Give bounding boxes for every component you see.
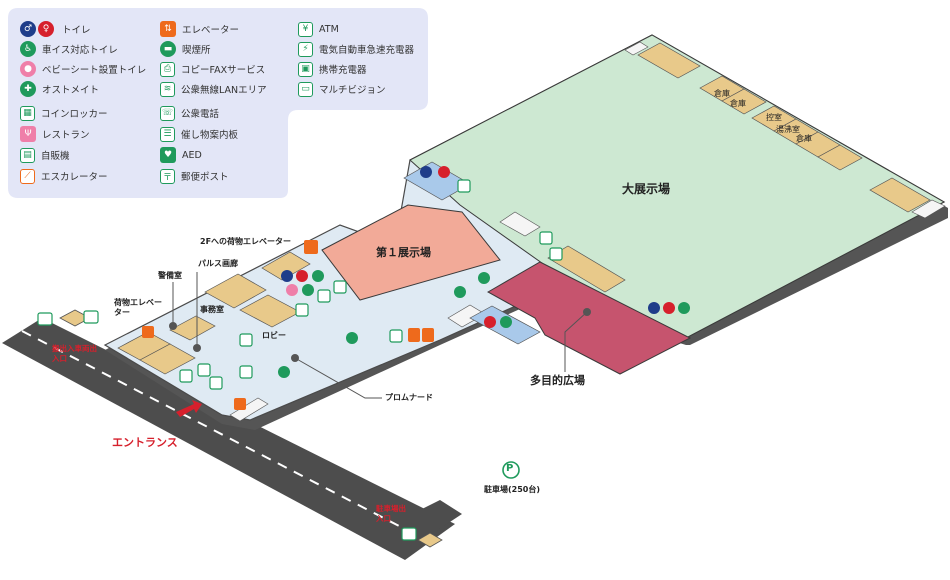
smoking-area-icon: ▬ <box>160 41 176 57</box>
legend-label: コピーFAXサービス <box>181 65 266 76</box>
legend-public-phone: ☏ 公衆電話 <box>160 104 219 122</box>
copy-fax-icon: ⎙ <box>160 61 175 77</box>
postbox-icon: 〒 <box>160 168 175 184</box>
ostomate-icon: ✚ <box>20 81 36 97</box>
baby-seat-icon: ● <box>20 61 36 77</box>
label-parking-gate: 駐車場出入口 <box>376 504 406 523</box>
label-storage-row-2: 倉庫 <box>796 134 812 143</box>
label-promenade: プロムナード <box>385 393 433 402</box>
elevator-icon: ⇅ <box>160 21 176 37</box>
legend-coin-locker: ▦ コインロッカー <box>20 104 108 122</box>
parking-gate-building <box>401 527 443 548</box>
aed-icon: ♥ <box>160 147 176 163</box>
label-parking: 駐車場(250台) <box>484 485 541 494</box>
label-office: 事務室 <box>200 305 224 314</box>
legend-elevator: ⇅ エレベーター <box>160 20 239 38</box>
entrance-arrow <box>176 400 202 417</box>
legend-label: コインロッカー <box>41 109 108 120</box>
label-main-hall: 大展示場 <box>622 182 671 196</box>
coin-locker-icon: ▦ <box>20 105 35 121</box>
legend-label: 自販機 <box>41 151 70 162</box>
toilet-icon: ♂ <box>20 21 36 37</box>
label-storage-row-1: 湯沸室 <box>776 125 800 134</box>
wifi-icon: ≋ <box>160 81 175 97</box>
label-multipurpose: 多目的広場 <box>530 374 585 387</box>
hall-1 <box>321 204 501 301</box>
label-security: 警備室 <box>158 271 182 280</box>
legend-ostomate: ✚ オストメイト <box>20 80 99 98</box>
toilet-female-icon: ♀ <box>38 21 54 37</box>
legend-label: エスカレーター <box>41 172 108 183</box>
legend-wheelchair: ♿ 車イス対応トイレ <box>20 40 118 58</box>
legend: ♂♀ トイレ ♿ 車イス対応トイレ ● ベビーシート設置トイレ ✚ オストメイト ▦ コイ… <box>8 8 428 198</box>
legend-postbox: 〒郵便ポスト <box>160 167 229 185</box>
phone-charger-icon: ▣ <box>298 61 313 77</box>
legend-copy-fax: ⎙ コピーFAXサービス <box>160 60 265 78</box>
legend-smoking: ▬ 喫煙所 <box>160 40 211 58</box>
parking-symbol: P <box>506 463 514 474</box>
legend-label: マルチビジョン <box>319 85 386 96</box>
legend-label: 公衆無線LANエリア <box>181 85 267 96</box>
map-toilet-icons <box>281 166 690 328</box>
label-entrance: エントランス <box>112 436 178 449</box>
legend-label: 郵便ポスト <box>181 172 229 183</box>
legend-label: トイレ <box>62 25 91 36</box>
legend-label: 催し物案内板 <box>181 130 239 141</box>
legend-vending: ▤ 自販機 <box>20 146 70 164</box>
legend-label: 電気自動車急速充電器 <box>319 45 415 56</box>
ev-charger-icon: ⚡ <box>298 41 313 57</box>
office-block <box>117 251 311 375</box>
legend-label: ベビーシート設置トイレ <box>42 65 147 76</box>
legend-phone-charger: ▣ 携帯充電器 <box>298 60 367 78</box>
label-pulse-gallery: パルス画廊 <box>198 259 238 268</box>
label-vehicle-gate: 搬出入車両出入口 <box>52 344 97 363</box>
restaurant-icon: Ψ <box>20 126 36 142</box>
legend-label: 携帯充電器 <box>319 65 367 76</box>
legend-escalator: ⟋ エスカレーター <box>20 167 108 185</box>
public-phone-icon: ☏ <box>160 105 175 121</box>
map-smoking-icons <box>278 272 490 378</box>
label-freight-elevator-2f: 2Fへの荷物エレベーター <box>200 237 292 246</box>
main-hall-storage <box>547 42 931 293</box>
leader-lines <box>172 272 588 399</box>
legend-label: レストラン <box>42 130 90 141</box>
label-hall-1: 第１展示場 <box>376 246 431 259</box>
legend-restaurant: Ψ レストラン <box>20 125 90 143</box>
legend-ev-charger: ⚡ 電気自動車急速充電器 <box>298 40 414 58</box>
legend-label: 車イス対応トイレ <box>42 45 118 56</box>
stairs <box>229 41 946 422</box>
parking-symbol-circle <box>502 461 520 479</box>
label-storage-2: 倉庫 <box>730 99 746 108</box>
event-board-icon: ☰ <box>160 126 175 142</box>
map-service-icons <box>179 179 563 390</box>
wheelchair-icon: ♿ <box>20 41 36 57</box>
legend-label: オストメイト <box>42 85 100 96</box>
legend-label: 公衆電話 <box>181 109 220 120</box>
legend-label: エレベーター <box>182 25 240 36</box>
legend-baby-seat: ● ベビーシート設置トイレ <box>20 60 146 78</box>
legend-label: 喫煙所 <box>182 45 211 56</box>
legend-panel <box>8 8 428 198</box>
vending-machine-icon: ▤ <box>20 147 35 163</box>
legend-atm: ¥ ATM <box>298 20 339 38</box>
vehicle-gate-building <box>37 309 99 327</box>
atm-icon: ¥ <box>298 21 313 37</box>
legend-label: AED <box>182 149 202 161</box>
label-storage-1: 倉庫 <box>714 89 730 98</box>
map-elevator-icons <box>142 240 434 410</box>
multipurpose-plaza <box>486 261 692 375</box>
legend-wifi: ≋ 公衆無線LANエリア <box>160 80 267 98</box>
label-storage-row-0: 控室 <box>766 113 782 122</box>
legend-label: ATM <box>319 23 339 35</box>
legend-toilet: ♂♀ トイレ <box>20 20 91 38</box>
multivision-icon: ▭ <box>298 81 313 97</box>
legend-event-board: ☰ 催し物案内板 <box>160 125 238 143</box>
label-lobby: ロビー <box>262 331 286 340</box>
legend-multivision: ▭ マルチビジョン <box>298 80 386 98</box>
legend-aed: ♥ AED <box>160 146 202 164</box>
escalator-icon: ⟋ <box>20 168 35 184</box>
label-freight-elevator: 荷物エレベーター <box>114 298 162 317</box>
